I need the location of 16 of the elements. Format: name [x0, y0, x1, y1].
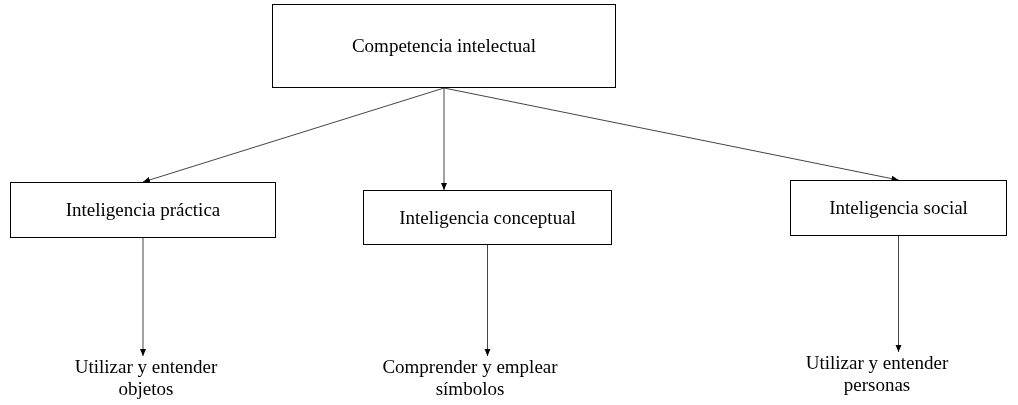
- arrow: [142, 87, 445, 183]
- outcome-text: Comprender y emplear símbolos: [370, 356, 570, 402]
- outcome-text: Utilizar y entender personas: [782, 352, 972, 400]
- concept-box: [272, 4, 616, 88]
- box-label: Inteligencia conceptual: [399, 206, 576, 229]
- arrow: [895, 235, 902, 353]
- concept-box: [10, 182, 276, 238]
- arrow: [140, 237, 146, 357]
- concept-box: [790, 180, 1007, 236]
- box-label: Inteligencia práctica: [65, 199, 221, 221]
- concept-box: [363, 190, 612, 245]
- arrow: [484, 244, 491, 357]
- arrow: [441, 87, 447, 191]
- outcome-text: Utilizar y entender objetos: [50, 356, 242, 402]
- box-label: Competencia intelectual: [351, 35, 537, 57]
- box-label: Inteligencia social: [829, 197, 968, 219]
